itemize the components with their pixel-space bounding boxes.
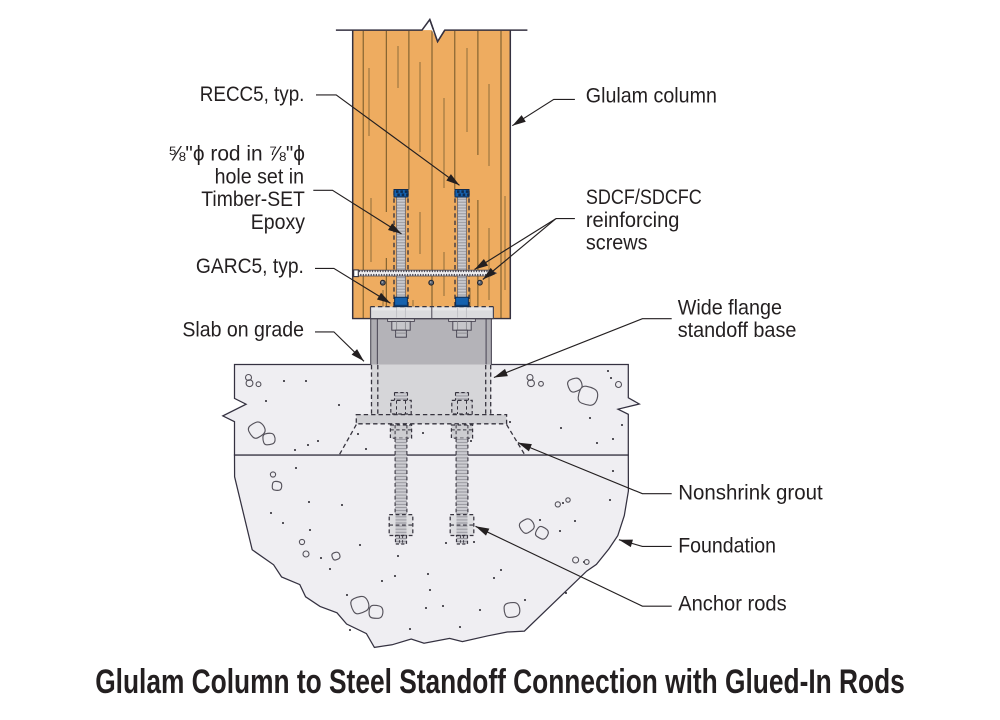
- svg-text:Slab on grade: Slab on grade: [182, 319, 304, 342]
- svg-text:GARC5, typ.: GARC5, typ.: [196, 255, 304, 278]
- svg-text:Wide flange: Wide flange: [678, 296, 782, 319]
- svg-text:Nonshrink grout: Nonshrink grout: [678, 482, 823, 505]
- svg-text:standoff base: standoff base: [678, 319, 797, 342]
- svg-text:Foundation: Foundation: [678, 534, 776, 557]
- svg-text:reinforcing: reinforcing: [586, 209, 680, 232]
- svg-text:⅝"ϕ rod in ⅞"ϕ: ⅝"ϕ rod in ⅞"ϕ: [168, 143, 305, 166]
- svg-text:screws: screws: [586, 232, 648, 255]
- svg-text:Glulam Column to Steel Standof: Glulam Column to Steel Standoff Connecti…: [95, 663, 905, 701]
- svg-text:Epoxy: Epoxy: [251, 211, 306, 234]
- svg-text:hole set in: hole set in: [215, 165, 304, 188]
- svg-text:RECC5, typ.: RECC5, typ.: [200, 83, 305, 106]
- svg-text:Timber-SET: Timber-SET: [201, 188, 305, 211]
- svg-text:Glulam column: Glulam column: [586, 84, 717, 107]
- svg-text:Anchor rods: Anchor rods: [678, 593, 787, 616]
- svg-text:SDCF/SDCFC: SDCF/SDCFC: [586, 186, 702, 209]
